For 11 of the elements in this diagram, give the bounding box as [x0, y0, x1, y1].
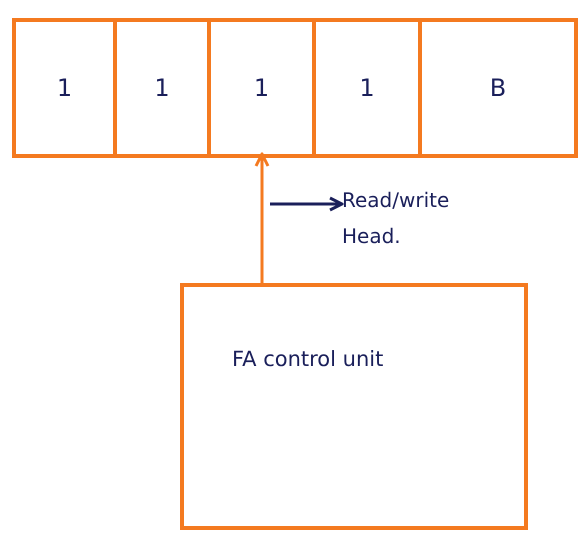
tape-cell: 1 [211, 22, 316, 154]
tape [12, 18, 578, 158]
tape-cell: 1 [117, 22, 211, 154]
tape-cell: 1 [16, 22, 117, 154]
control-unit-box [180, 283, 528, 530]
tape-cell: B [422, 22, 574, 154]
head-arrow [254, 152, 270, 283]
pointer-arrow [270, 196, 344, 212]
head-label: Read/write Head. [342, 182, 472, 262]
unit-label: FA control unit [232, 346, 384, 373]
tape-cell: 1 [316, 22, 422, 154]
